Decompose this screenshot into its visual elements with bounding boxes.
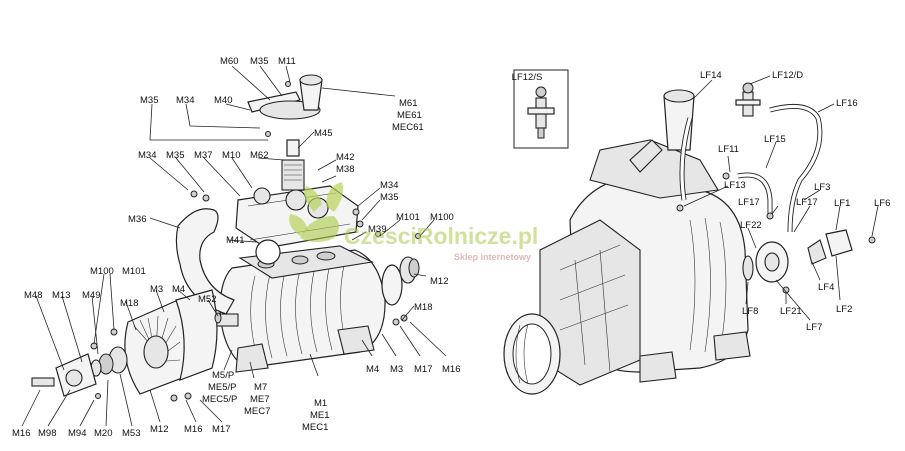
part-label: LF3	[814, 182, 830, 193]
part-label: MEC61	[392, 122, 424, 133]
part-label: M12	[150, 424, 168, 435]
inset-label: LF12/S	[512, 72, 543, 83]
part-label: M12	[430, 276, 448, 287]
part-label: M18	[120, 298, 138, 309]
part-label: M17	[414, 364, 432, 375]
part-label: M38	[336, 164, 354, 175]
part-label: M13	[52, 290, 70, 301]
part-label: LF2	[836, 304, 852, 315]
part-label: M34	[380, 180, 398, 191]
part-label: LF17	[796, 197, 818, 208]
part-label: M101	[396, 212, 420, 223]
watermark-tagline: Sklep internetowy	[454, 252, 531, 262]
part-label: LF7	[806, 322, 822, 333]
part-label: M98	[38, 428, 56, 439]
part-label: M20	[94, 428, 112, 439]
part-label: LF16	[836, 98, 858, 109]
part-label: M53	[122, 428, 140, 439]
part-label: LF12/D	[772, 70, 803, 81]
part-label: LF21	[780, 306, 802, 317]
part-label: LF4	[818, 282, 834, 293]
part-label: LF17	[738, 197, 760, 208]
inset-lf12s	[513, 69, 569, 149]
part-label: M10	[222, 150, 240, 161]
part-label: M7	[254, 382, 267, 393]
part-label: MEC5/P	[202, 394, 237, 405]
part-label: M16	[184, 424, 202, 435]
part-label: ME1	[310, 410, 330, 421]
part-label: M16	[12, 428, 30, 439]
part-label: M35	[380, 192, 398, 203]
part-label: M16	[442, 364, 460, 375]
watermark: CzesciRolnicze.pl Sklep internetowy	[289, 182, 538, 262]
part-label: M34	[138, 150, 156, 161]
part-label: M48	[24, 290, 42, 301]
part-label: M36	[128, 214, 146, 225]
part-label: M45	[314, 128, 332, 139]
part-label: ME5/P	[208, 382, 237, 393]
part-label: M1	[314, 398, 327, 409]
part-label: M60	[220, 56, 238, 67]
part-label: LF13	[724, 180, 746, 191]
part-label: M34	[176, 95, 194, 106]
part-label: M3	[390, 364, 403, 375]
part-label: M39	[368, 224, 386, 235]
part-label: M35	[140, 95, 158, 106]
part-label: M101	[122, 266, 146, 277]
part-label: M100	[430, 212, 454, 223]
part-label: M94	[68, 428, 86, 439]
part-label: M52	[198, 294, 216, 305]
part-label: LF22	[740, 220, 762, 231]
part-label: LF11	[718, 144, 739, 155]
part-label: M17	[212, 424, 230, 435]
part-label: LF1	[834, 198, 850, 209]
part-label: LF8	[742, 306, 758, 317]
part-label: M11	[278, 56, 296, 67]
part-label: M35	[250, 56, 268, 67]
part-label: LF6	[874, 198, 890, 209]
part-label: M100	[90, 266, 114, 277]
part-label: M5/P	[212, 370, 234, 381]
part-label: M4	[172, 284, 185, 295]
part-label: LF15	[764, 134, 786, 145]
part-label: M42	[336, 152, 354, 163]
part-label: M4	[366, 364, 379, 375]
part-label: M35	[166, 150, 184, 161]
part-label: MEC7	[244, 406, 270, 417]
part-label: M40	[214, 95, 232, 106]
part-label: LF14	[700, 70, 722, 81]
part-label: M41	[226, 235, 244, 246]
part-label: MEC1	[302, 422, 328, 433]
part-label: ME61	[397, 110, 422, 121]
part-label: M37	[194, 150, 212, 161]
part-label: M61	[399, 98, 417, 109]
part-label: M18	[414, 302, 432, 313]
watermark-logo-icon	[289, 182, 343, 242]
part-label: M3	[150, 284, 163, 295]
part-label: M49	[82, 290, 100, 301]
watermark-brand: CzesciRolnicze.pl	[344, 223, 538, 249]
part-labels: LF12/S M60 M35 M11 M35 M34 M40 M61 ME61 …	[12, 56, 890, 439]
part-label: M62	[250, 150, 268, 161]
right-assembled-pump	[503, 69, 879, 395]
part-label: ME7	[250, 394, 270, 405]
